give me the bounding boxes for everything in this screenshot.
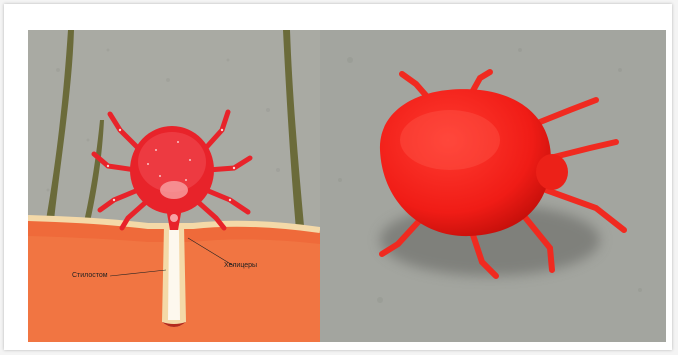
chelicerae-label: Хелицеры — [224, 262, 257, 269]
mite-diagram-illustration — [28, 30, 320, 342]
image-frame: Стилостом Хелицеры — [4, 4, 672, 350]
stylostome-label: Стилостом — [72, 272, 108, 279]
figure: Стилостом Хелицеры — [28, 30, 666, 342]
mite-photo — [320, 30, 666, 342]
illustration-panel: Стилостом Хелицеры — [28, 30, 320, 342]
photo-panel — [320, 30, 666, 342]
